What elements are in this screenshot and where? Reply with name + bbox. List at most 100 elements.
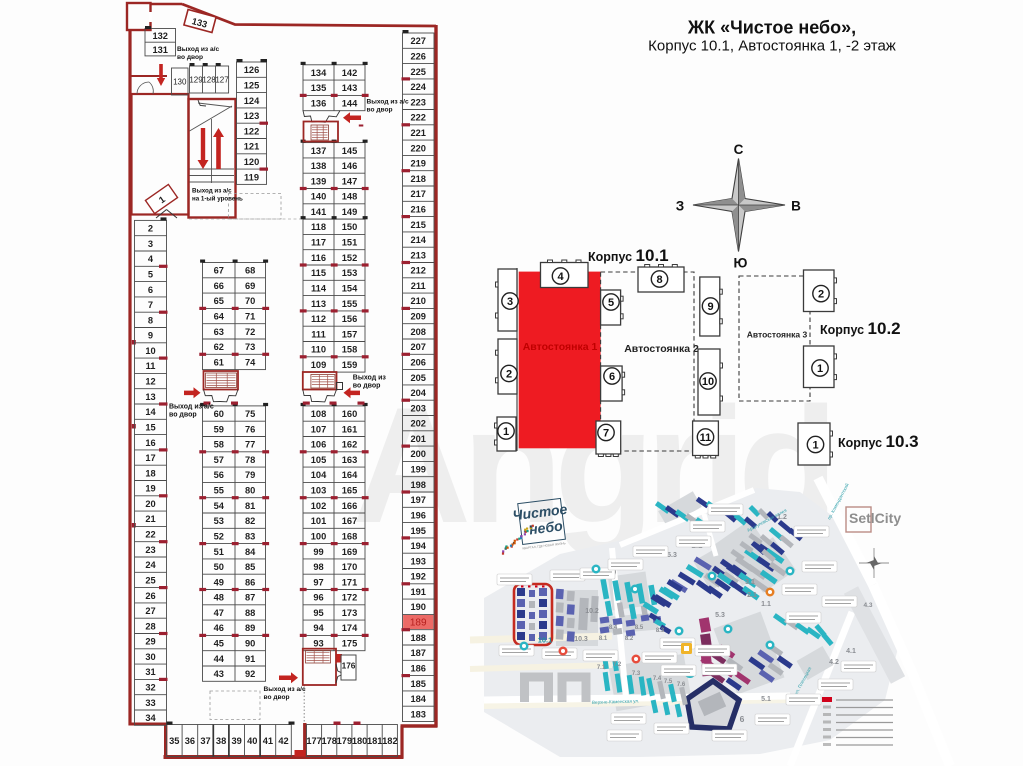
svg-text:191: 191 (410, 587, 426, 597)
svg-text:201: 201 (410, 434, 426, 444)
svg-text:100: 100 (311, 531, 327, 541)
svg-text:183: 183 (410, 709, 426, 719)
svg-text:187: 187 (410, 648, 426, 658)
svg-text:во двор: во двор (264, 694, 290, 701)
svg-text:4: 4 (148, 254, 154, 264)
svg-text:138: 138 (311, 161, 327, 171)
svg-text:45: 45 (214, 639, 224, 649)
svg-text:74: 74 (245, 357, 256, 367)
svg-text:20: 20 (145, 499, 155, 509)
svg-text:217: 217 (410, 189, 426, 199)
svg-text:198: 198 (410, 480, 426, 490)
svg-text:46: 46 (214, 623, 224, 633)
svg-text:203: 203 (410, 403, 426, 413)
svg-text:223: 223 (410, 97, 426, 107)
svg-text:Корпус 10.2: Корпус 10.2 (820, 319, 901, 338)
svg-text:42: 42 (278, 736, 288, 746)
svg-text:219: 219 (410, 159, 426, 169)
svg-text:14: 14 (145, 407, 156, 417)
svg-text:5.3: 5.3 (715, 612, 725, 619)
svg-text:24: 24 (145, 560, 156, 570)
svg-text:109: 109 (311, 360, 327, 370)
svg-text:4.1: 4.1 (846, 648, 856, 655)
svg-text:В: В (791, 199, 801, 214)
svg-text:213: 213 (410, 250, 426, 260)
svg-text:Чистое: Чистое (512, 501, 569, 524)
svg-text:221: 221 (410, 128, 426, 138)
svg-text:во двор: во двор (353, 383, 381, 390)
svg-text:25: 25 (145, 576, 155, 586)
svg-text:209: 209 (410, 312, 426, 322)
svg-text:97: 97 (313, 577, 323, 587)
svg-text:71: 71 (245, 312, 255, 322)
svg-text:Автостоянка 1: Автостоянка 1 (523, 341, 598, 353)
svg-text:55: 55 (214, 486, 224, 496)
svg-text:93: 93 (313, 639, 323, 649)
svg-text:114: 114 (311, 283, 327, 293)
svg-text:164: 164 (342, 470, 358, 480)
svg-text:104: 104 (311, 470, 327, 480)
svg-text:197: 197 (410, 495, 426, 505)
svg-text:96: 96 (313, 593, 323, 603)
svg-text:185: 185 (410, 679, 426, 689)
svg-text:67: 67 (214, 266, 224, 276)
svg-text:212: 212 (410, 266, 426, 276)
svg-text:122: 122 (244, 126, 260, 136)
svg-text:17: 17 (145, 453, 155, 463)
svg-text:220: 220 (410, 143, 426, 153)
svg-text:84: 84 (245, 547, 256, 557)
svg-text:128: 128 (202, 76, 216, 85)
svg-text:16: 16 (145, 438, 155, 448)
svg-text:62: 62 (214, 342, 224, 352)
svg-text:8.2: 8.2 (625, 636, 634, 642)
svg-text:ЖК «Чистое небо»,: ЖК «Чистое небо», (687, 18, 856, 38)
svg-text:162: 162 (342, 440, 358, 450)
svg-text:111: 111 (311, 329, 326, 339)
svg-text:168: 168 (342, 531, 358, 541)
svg-text:68: 68 (245, 266, 255, 276)
svg-text:143: 143 (342, 83, 358, 93)
svg-text:31: 31 (145, 667, 155, 677)
svg-text:8.5: 8.5 (635, 625, 644, 631)
svg-text:131: 131 (152, 45, 168, 55)
svg-text:37: 37 (200, 736, 210, 746)
svg-text:4: 4 (557, 271, 564, 283)
svg-text:КВАРТАЛ, ГДЕ НОВАЯ ЖИЗНЬ: КВАРТАЛ, ГДЕ НОВАЯ ЖИЗНЬ (522, 541, 566, 550)
svg-text:85: 85 (245, 562, 255, 572)
svg-text:169: 169 (342, 547, 358, 557)
svg-text:Ю: Ю (734, 256, 748, 271)
svg-text:173: 173 (342, 608, 358, 618)
svg-text:126: 126 (244, 65, 260, 75)
svg-text:226: 226 (410, 51, 426, 61)
svg-text:159: 159 (342, 360, 358, 370)
svg-text:142: 142 (342, 68, 358, 78)
svg-text:13: 13 (145, 392, 155, 402)
svg-text:5: 5 (148, 269, 153, 279)
svg-text:7: 7 (603, 428, 609, 440)
svg-text:137: 137 (311, 146, 327, 156)
svg-text:12: 12 (145, 377, 155, 387)
svg-text:30: 30 (145, 652, 155, 662)
svg-text:22: 22 (145, 530, 155, 540)
svg-text:Автостоянка 2: Автостоянка 2 (624, 343, 699, 355)
svg-text:65: 65 (214, 296, 224, 306)
svg-text:134: 134 (311, 68, 327, 78)
svg-text:7.5: 7.5 (664, 679, 673, 685)
svg-text:49: 49 (214, 577, 224, 587)
svg-text:39: 39 (232, 736, 242, 746)
svg-text:78: 78 (245, 455, 255, 465)
svg-text:70: 70 (245, 296, 255, 306)
svg-text:105: 105 (311, 455, 327, 465)
svg-text:165: 165 (342, 486, 358, 496)
svg-text:57: 57 (214, 455, 224, 465)
svg-text:2: 2 (148, 224, 153, 234)
svg-text:35: 35 (169, 736, 179, 746)
svg-text:182: 182 (382, 736, 398, 746)
svg-text:224: 224 (410, 82, 426, 92)
svg-text:189: 189 (410, 618, 427, 629)
svg-text:19: 19 (145, 484, 155, 494)
svg-text:44: 44 (214, 654, 225, 664)
svg-text:170: 170 (342, 562, 358, 572)
svg-text:69: 69 (245, 281, 255, 291)
svg-text:54: 54 (214, 501, 225, 511)
